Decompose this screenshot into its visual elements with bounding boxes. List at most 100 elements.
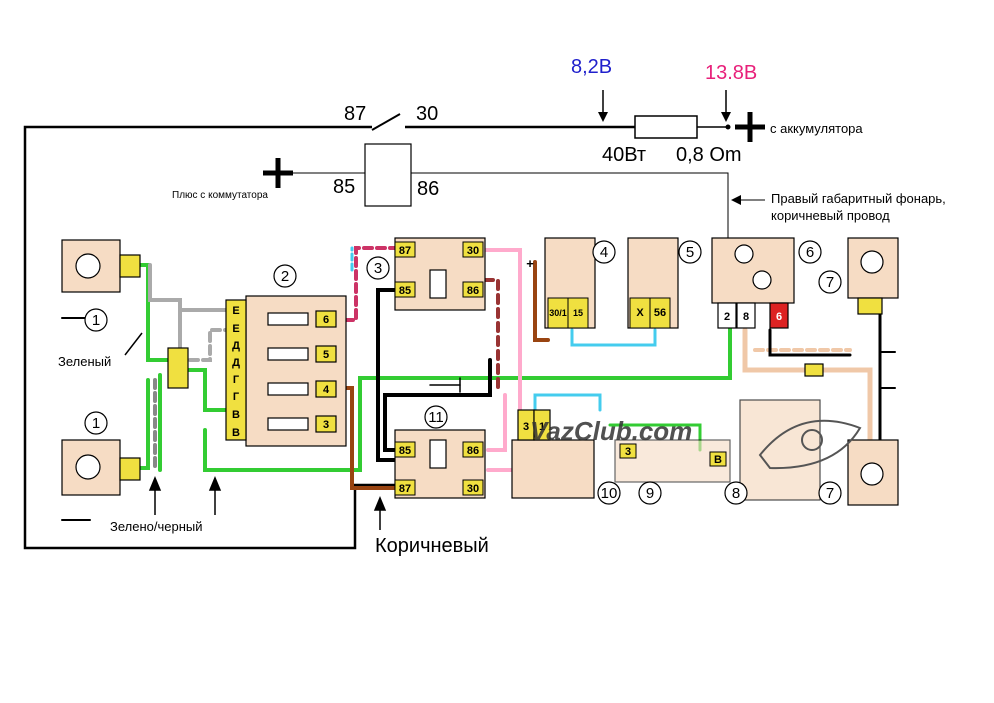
marker-lamp-wire xyxy=(411,172,729,240)
lamp-7-top-bulb xyxy=(860,250,884,274)
connector-lamp1-top xyxy=(119,254,141,278)
battery-node xyxy=(725,124,731,130)
marker-arrow-head xyxy=(731,195,741,205)
component-number: 5 xyxy=(686,244,694,261)
component-number: 1 xyxy=(92,312,100,329)
block-10-box xyxy=(511,439,595,499)
svg-text:86: 86 xyxy=(467,285,479,297)
component-number: 2 xyxy=(281,268,289,285)
svg-text:5: 5 xyxy=(323,349,329,361)
label-arrows xyxy=(124,332,387,530)
fuse-letter-column xyxy=(225,299,247,441)
svg-text:3: 3 xyxy=(625,446,631,458)
component-number: 9 xyxy=(646,485,654,502)
arrow-13v-head xyxy=(721,112,731,122)
top-circuit xyxy=(23,90,765,550)
plus-signs xyxy=(263,112,765,188)
voltage-left-label: 8,2В xyxy=(571,56,613,78)
svg-text:30/1: 30/1 xyxy=(549,308,567,318)
svg-text:Е: Е xyxy=(232,305,239,317)
lamp-1-top-bulb xyxy=(75,253,101,279)
power-label: 40Вт xyxy=(602,144,647,166)
svg-text:Г: Г xyxy=(233,391,240,403)
component-number: 3 xyxy=(374,260,382,277)
svg-text:87: 87 xyxy=(399,483,411,495)
lamp-1-bottom-bulb xyxy=(75,454,101,480)
svg-text:2: 2 xyxy=(724,311,730,323)
pin-texts: Е Е Д Д Г Г В В 6 5 4 3 87 30 85 86 86 8… xyxy=(232,245,782,495)
connector-lamp7 xyxy=(857,297,883,315)
watermark-car-icon xyxy=(758,419,862,470)
fuse-pin-3 xyxy=(315,415,337,433)
svg-text:6: 6 xyxy=(323,314,329,326)
svg-text:30: 30 xyxy=(467,483,479,495)
svg-text:85: 85 xyxy=(399,445,411,457)
green-black-wire-label: Зелено/черный xyxy=(110,519,203,534)
component-number: 6 xyxy=(806,244,814,261)
voltage-right-label: 13.8В xyxy=(705,62,758,84)
svg-text:В: В xyxy=(232,409,240,421)
right-marker-line2: коричневый провод xyxy=(771,208,890,223)
block-6-lamp-a xyxy=(734,244,754,264)
arrow-8v-head xyxy=(598,112,608,122)
svg-text:3: 3 xyxy=(523,421,529,433)
svg-text:86: 86 xyxy=(467,445,479,457)
block-8-box xyxy=(739,399,821,501)
svg-text:X: X xyxy=(636,307,644,319)
svg-text:85: 85 xyxy=(399,285,411,297)
plus-from-switch-label: Плюс с коммутатора xyxy=(172,190,268,201)
svg-text:87: 87 xyxy=(399,245,411,257)
svg-text:6: 6 xyxy=(776,311,782,323)
component-number: 7 xyxy=(826,485,834,502)
component-number: 4 xyxy=(600,244,608,261)
component-number: 1 xyxy=(92,415,100,432)
svg-text:30: 30 xyxy=(467,245,479,257)
relay-box-top xyxy=(364,143,412,207)
svg-text:Д: Д xyxy=(232,357,240,369)
connector-lamp1-bottom xyxy=(119,457,141,481)
component-number: 7 xyxy=(826,274,834,291)
svg-text:Г: Г xyxy=(233,374,240,386)
connector-yellow-small xyxy=(804,363,824,377)
resistor xyxy=(634,115,698,139)
component-number: 10 xyxy=(601,485,618,502)
pin-30-label: 30 xyxy=(416,103,439,125)
right-marker-line1: Правый габаритный фонарь, xyxy=(771,191,946,206)
relay-pin-boxes xyxy=(394,241,727,496)
block-6-pin-8 xyxy=(736,302,756,329)
fuse-4 xyxy=(267,382,309,396)
outer-loop-wire xyxy=(23,125,395,550)
green-wire-label: Зеленый xyxy=(58,354,112,369)
pin-85-label: 85 xyxy=(333,176,356,198)
fuse-5 xyxy=(267,347,309,361)
svg-text:1: 1 xyxy=(539,421,545,433)
brown-wire-label: Коричневый xyxy=(375,535,489,557)
svg-text:В: В xyxy=(232,427,240,439)
fuse-6 xyxy=(267,312,309,326)
relay-3-coil xyxy=(429,269,447,299)
svg-text:B: B xyxy=(714,454,722,466)
number-circles xyxy=(84,240,842,505)
svg-text:15: 15 xyxy=(573,308,583,318)
svg-text:8: 8 xyxy=(743,311,749,323)
svg-text:Д: Д xyxy=(232,340,240,352)
from-battery-label: с аккумулятора xyxy=(770,121,863,136)
fuse-pin-4 xyxy=(315,380,337,398)
resistance-label: 0,8 Om xyxy=(676,144,742,166)
number-circle-texts: 1 1 2 3 4 5 6 7 7 8 9 10 11 xyxy=(92,244,834,502)
lamp-7-bottom-bulb xyxy=(860,462,884,486)
block-6-pin-2 xyxy=(717,302,737,329)
svg-text:4: 4 xyxy=(323,384,330,396)
relay-11-coil xyxy=(429,439,447,469)
watermark: VazClub.com xyxy=(530,416,692,446)
svg-text:Е: Е xyxy=(232,323,239,335)
pin-86-label: 86 xyxy=(417,178,440,200)
svg-text:3: 3 xyxy=(323,419,329,431)
fuse-3 xyxy=(267,417,309,431)
component-number: 11 xyxy=(428,409,444,426)
block-6-box xyxy=(711,237,795,304)
svg-text:56: 56 xyxy=(654,307,666,319)
connector-splice xyxy=(167,347,189,389)
switch-contact xyxy=(371,113,401,131)
